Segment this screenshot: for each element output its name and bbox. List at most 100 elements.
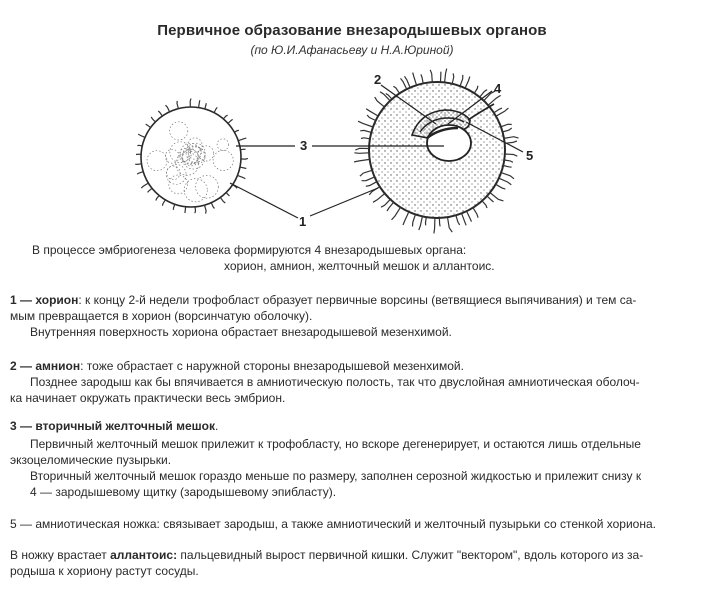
villus bbox=[199, 100, 200, 107]
p1-line-2: мым превращается в хорион (ворсинчатую о… bbox=[10, 308, 312, 324]
villus bbox=[490, 193, 503, 201]
p3-line-4: Вторичный желточный мешок гораздо меньше… bbox=[30, 468, 641, 484]
villus bbox=[220, 198, 225, 204]
villus bbox=[228, 119, 233, 123]
villus bbox=[205, 205, 207, 214]
villus bbox=[367, 115, 376, 121]
villus bbox=[501, 173, 514, 179]
p6-line-1-rest: пальцевидный вырост первичной кишки. Слу… bbox=[177, 548, 643, 562]
villus bbox=[241, 149, 246, 150]
p2-line-1: 2 — амнион: тоже обрастает с наружной ст… bbox=[10, 358, 464, 374]
villus bbox=[238, 138, 246, 141]
villus bbox=[223, 115, 227, 119]
villus bbox=[487, 196, 494, 202]
villus bbox=[503, 166, 511, 168]
villus bbox=[419, 216, 423, 230]
villus bbox=[358, 121, 373, 127]
p6-line-1: В ножку врастает аллантоис: пальцевидный… bbox=[10, 547, 643, 563]
p5-line-1: 5 — амниотическая ножка: связывает зарод… bbox=[10, 516, 656, 532]
villus bbox=[430, 70, 432, 82]
villus bbox=[393, 86, 399, 93]
p6-pre: В ножку врастает bbox=[10, 548, 110, 562]
p1-line-3: Внутренняя поверхность хориона обрастает… bbox=[30, 324, 452, 340]
villus bbox=[373, 194, 385, 203]
p3-line-1: 3 — вторичный желточный мешок. bbox=[10, 418, 218, 434]
yolk-sac bbox=[427, 125, 471, 161]
embryo-figure: 3 1 2 4 5 bbox=[0, 0, 704, 250]
villus bbox=[462, 213, 467, 225]
villus bbox=[439, 218, 440, 226]
villus bbox=[386, 94, 392, 100]
p1-line-1-rest: : к концу 2-й недели трофобласт образует… bbox=[78, 293, 636, 307]
villus bbox=[503, 128, 512, 132]
villus bbox=[504, 137, 519, 139]
villus bbox=[375, 97, 385, 107]
villus bbox=[241, 158, 248, 159]
villus bbox=[505, 154, 517, 156]
p1-term: хорион bbox=[35, 293, 78, 307]
villus bbox=[392, 207, 401, 220]
p2-line-2: Позднее зародыш как бы впячивается в амн… bbox=[30, 374, 640, 390]
villus bbox=[426, 217, 427, 225]
villus bbox=[465, 77, 470, 89]
p3-line-2: Первичный желточный мешок прилежит к тро… bbox=[30, 436, 641, 452]
villus bbox=[401, 78, 407, 89]
villus bbox=[173, 204, 174, 210]
p6-term: аллантоис: bbox=[110, 548, 177, 562]
villus bbox=[494, 108, 502, 113]
villus bbox=[238, 175, 246, 178]
p3-num: 3 — bbox=[10, 419, 32, 433]
p3-line-5: 4 — зародышевому щитку (зародышевому эпи… bbox=[30, 484, 336, 500]
villus bbox=[504, 160, 513, 162]
villus bbox=[185, 207, 186, 213]
villus bbox=[434, 218, 435, 233]
villus bbox=[413, 73, 417, 86]
p1-line-1: 1 — хорион: к концу 2-й недели трофоблас… bbox=[10, 292, 636, 308]
label-3: 3 bbox=[300, 138, 307, 153]
villus bbox=[214, 107, 217, 112]
villus bbox=[151, 117, 155, 122]
intro-line-2: хорион, амнион, желточный мешок и аллант… bbox=[224, 258, 495, 274]
villus bbox=[240, 167, 246, 168]
villus bbox=[226, 193, 229, 196]
villus bbox=[452, 73, 454, 83]
villus bbox=[137, 172, 143, 174]
villus bbox=[360, 130, 371, 132]
label-5: 5 bbox=[526, 148, 533, 163]
villus bbox=[138, 134, 145, 137]
villus bbox=[366, 109, 378, 116]
villus bbox=[158, 111, 162, 116]
villus bbox=[355, 148, 369, 150]
p6-line-2: родыша к хориону растут сосуды. bbox=[10, 563, 199, 579]
villus bbox=[177, 101, 178, 109]
villus bbox=[166, 105, 170, 112]
p2-line-1-rest: : тоже обрастает с наружной стороны внез… bbox=[80, 359, 464, 373]
p1-num: 1 — bbox=[10, 293, 32, 307]
villus bbox=[496, 184, 506, 189]
villus bbox=[456, 215, 460, 225]
villus bbox=[361, 138, 370, 139]
villus bbox=[354, 153, 369, 154]
villus bbox=[362, 177, 375, 181]
villus bbox=[448, 217, 453, 232]
villus bbox=[421, 74, 423, 83]
left-blastocyst bbox=[135, 99, 248, 214]
villus bbox=[141, 183, 148, 188]
villus bbox=[195, 207, 196, 213]
intro-line-1: В процессе эмбриогенеза человека формиру… bbox=[32, 242, 466, 258]
villus bbox=[146, 124, 151, 127]
villus bbox=[413, 215, 416, 227]
villus bbox=[496, 108, 508, 116]
p3-term-end: . bbox=[215, 419, 218, 433]
villus bbox=[403, 212, 409, 225]
villus bbox=[190, 99, 191, 108]
p2-term: амнион bbox=[35, 359, 80, 373]
label-2: 2 bbox=[374, 72, 381, 87]
villus bbox=[135, 164, 141, 165]
villus bbox=[499, 178, 511, 185]
villus bbox=[234, 130, 239, 132]
label-4: 4 bbox=[494, 81, 502, 96]
p3-term: вторичный желточный мешок bbox=[35, 419, 215, 433]
villus bbox=[137, 145, 142, 146]
villus bbox=[445, 69, 447, 83]
